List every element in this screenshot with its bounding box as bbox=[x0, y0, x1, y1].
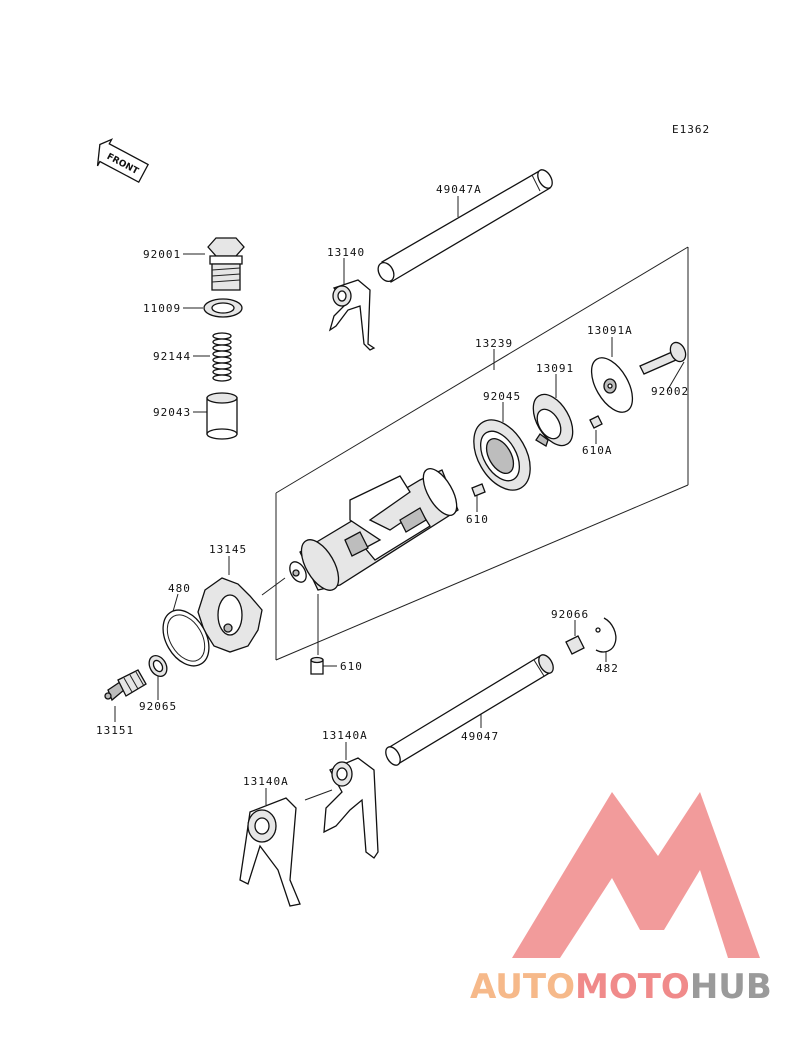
plate-13091A bbox=[590, 357, 634, 413]
shift-fork-13140A-right bbox=[323, 757, 379, 859]
neutral-switch-13151 bbox=[104, 669, 147, 702]
label-610-lower: 610 bbox=[340, 660, 363, 673]
label-13239: 13239 bbox=[475, 337, 513, 350]
label-92144: 92144 bbox=[153, 350, 191, 363]
pin-610A bbox=[589, 415, 603, 429]
label-92066: 92066 bbox=[551, 608, 589, 621]
shift-rod-lower bbox=[385, 654, 554, 766]
pin-610-lower bbox=[310, 656, 324, 675]
pin-92043 bbox=[206, 392, 238, 440]
label-92043: 92043 bbox=[153, 406, 191, 419]
label-610-upper: 610 bbox=[466, 513, 489, 526]
label-482: 482 bbox=[596, 662, 619, 675]
watermark-text: AUTOMOTOHUB bbox=[470, 967, 772, 1007]
label-92045: 92045 bbox=[483, 390, 521, 403]
spring-92144 bbox=[212, 332, 232, 382]
watermark-hub: HUB bbox=[690, 967, 772, 1007]
bolt-92002 bbox=[639, 341, 687, 375]
part-labels: 49047A 13140 92001 11009 92144 92043 132… bbox=[96, 183, 689, 788]
circlip-480 bbox=[162, 609, 210, 667]
shift-fork-13140A-left bbox=[239, 797, 301, 907]
label-13091: 13091 bbox=[536, 362, 574, 375]
watermark-moto: MOTO bbox=[575, 967, 690, 1007]
collar-92066 bbox=[565, 635, 585, 655]
front-arrow-icon: FRONT bbox=[96, 138, 149, 184]
label-13091A: 13091A bbox=[587, 324, 633, 337]
diagram-code: E1362 bbox=[672, 123, 710, 136]
shift-drum-13239 bbox=[289, 468, 459, 591]
label-49047: 49047 bbox=[461, 730, 499, 743]
holder-13091 bbox=[532, 393, 574, 447]
label-13145: 13145 bbox=[209, 543, 247, 556]
watermark-auto: AUTO bbox=[470, 967, 575, 1007]
label-92065: 92065 bbox=[139, 700, 177, 713]
label-13140: 13140 bbox=[327, 246, 365, 259]
label-11009: 11009 bbox=[143, 302, 181, 315]
label-13151: 13151 bbox=[96, 724, 134, 737]
bearing-92045 bbox=[473, 419, 531, 491]
logo-triangle-icon bbox=[512, 792, 760, 958]
label-13140A-right: 13140A bbox=[322, 729, 368, 742]
circlip-482 bbox=[595, 617, 617, 653]
plug-92001 bbox=[207, 237, 245, 291]
cam-13145 bbox=[197, 577, 263, 653]
label-610A: 610A bbox=[582, 444, 613, 457]
label-13140A-left: 13140A bbox=[243, 775, 289, 788]
washer-92065 bbox=[148, 655, 168, 677]
label-92001: 92001 bbox=[143, 248, 181, 261]
watermark-logo bbox=[512, 792, 760, 958]
pin-610-upper bbox=[471, 483, 486, 497]
label-92002: 92002 bbox=[651, 385, 689, 398]
label-480: 480 bbox=[168, 582, 191, 595]
label-49047A: 49047A bbox=[436, 183, 482, 196]
shift-fork-13140 bbox=[328, 279, 376, 351]
shift-rod-upper bbox=[377, 169, 553, 283]
washer-11009 bbox=[203, 298, 243, 318]
assembly-outline bbox=[275, 246, 689, 661]
